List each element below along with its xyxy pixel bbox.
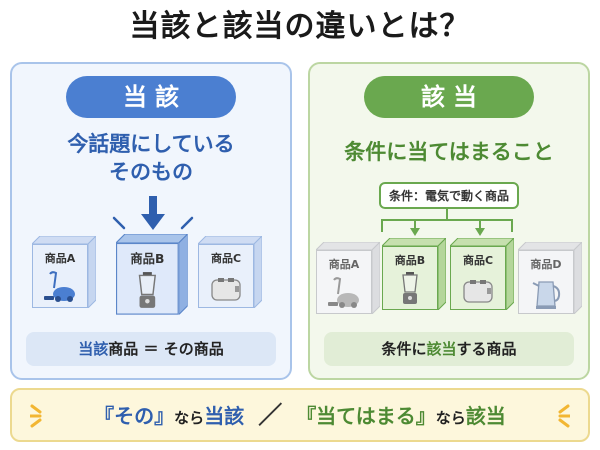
tougai-example-text: 商品 ＝ その商品	[108, 340, 224, 358]
product-a-label: 商品A	[44, 252, 76, 265]
blender-icon	[402, 272, 418, 304]
tougai-definition: 今話題にしている そのもの	[12, 130, 290, 186]
left-panel-tougai: 当該 今話題にしている そのもの 商品A 商品B	[10, 62, 292, 380]
tougai-word: 当該	[204, 404, 245, 428]
product-b-label: 商品B	[394, 254, 426, 267]
product-b-label: 商品B	[130, 251, 165, 267]
gaitou-example-post: する商品	[456, 340, 517, 358]
summary-banner: 『その』なら当該／『当てはまる』なら該当	[10, 388, 590, 442]
toaster-icon	[463, 280, 493, 303]
emphasis-lines-icon	[112, 216, 194, 230]
condition-box: 条件：電気で動く商品	[378, 182, 520, 209]
gaitou-example: 条件に該当する商品	[324, 332, 574, 366]
tougai-example: 当該商品 ＝ その商品	[26, 332, 276, 366]
sono-quote: 『その』	[94, 404, 175, 428]
product-d-box: 商品D	[518, 242, 582, 314]
left-sparkle-icon	[30, 404, 42, 428]
product-d-label: 商品D	[530, 258, 562, 271]
product-a-label: 商品A	[328, 258, 360, 271]
down-arrow-icon	[141, 196, 165, 230]
gaitou-pill: 該当	[364, 76, 534, 118]
tougai-pill: 当該	[66, 76, 236, 118]
product-c-label: 商品C	[462, 254, 494, 267]
condition-bracket	[381, 207, 513, 236]
toaster-icon	[211, 278, 241, 301]
gaitou-word: 該当	[465, 404, 506, 428]
gaitou-example-highlight: 該当	[426, 340, 457, 358]
product-a-box: 商品A	[316, 242, 380, 314]
product-a-box: 商品A	[32, 236, 96, 308]
nara-text-1: なら	[174, 409, 205, 427]
separator: ／	[258, 401, 283, 429]
product-b-box: 商品B	[382, 238, 446, 310]
product-c-box: 商品C	[198, 236, 262, 308]
vacuum-icon	[44, 271, 75, 302]
vacuum-icon	[328, 277, 359, 308]
nara-text-2: なら	[435, 409, 466, 427]
gaitou-example-pre: 条件に	[381, 340, 427, 358]
kettle-icon	[532, 281, 561, 309]
right-sparkle-icon	[558, 404, 570, 428]
product-b-box: 商品B	[116, 234, 188, 315]
product-c-box: 商品C	[450, 238, 514, 310]
page-title: 当該と該当の違いとは？	[129, 9, 471, 44]
atehamaru-quote: 『当てはまる』	[296, 404, 436, 428]
tougai-example-highlight: 当該	[78, 340, 109, 358]
tougai-definition-line1: 今話題にしている	[67, 132, 235, 156]
right-panel-gaitou: 該当 条件に当てはまること 条件：電気で動く商品 商品A 商品B	[308, 62, 590, 380]
product-c-label: 商品C	[210, 252, 242, 265]
blender-icon	[138, 272, 157, 308]
gaitou-definition: 条件に当てはまること	[344, 140, 554, 164]
tougai-definition-line2: そのもの	[109, 160, 193, 184]
